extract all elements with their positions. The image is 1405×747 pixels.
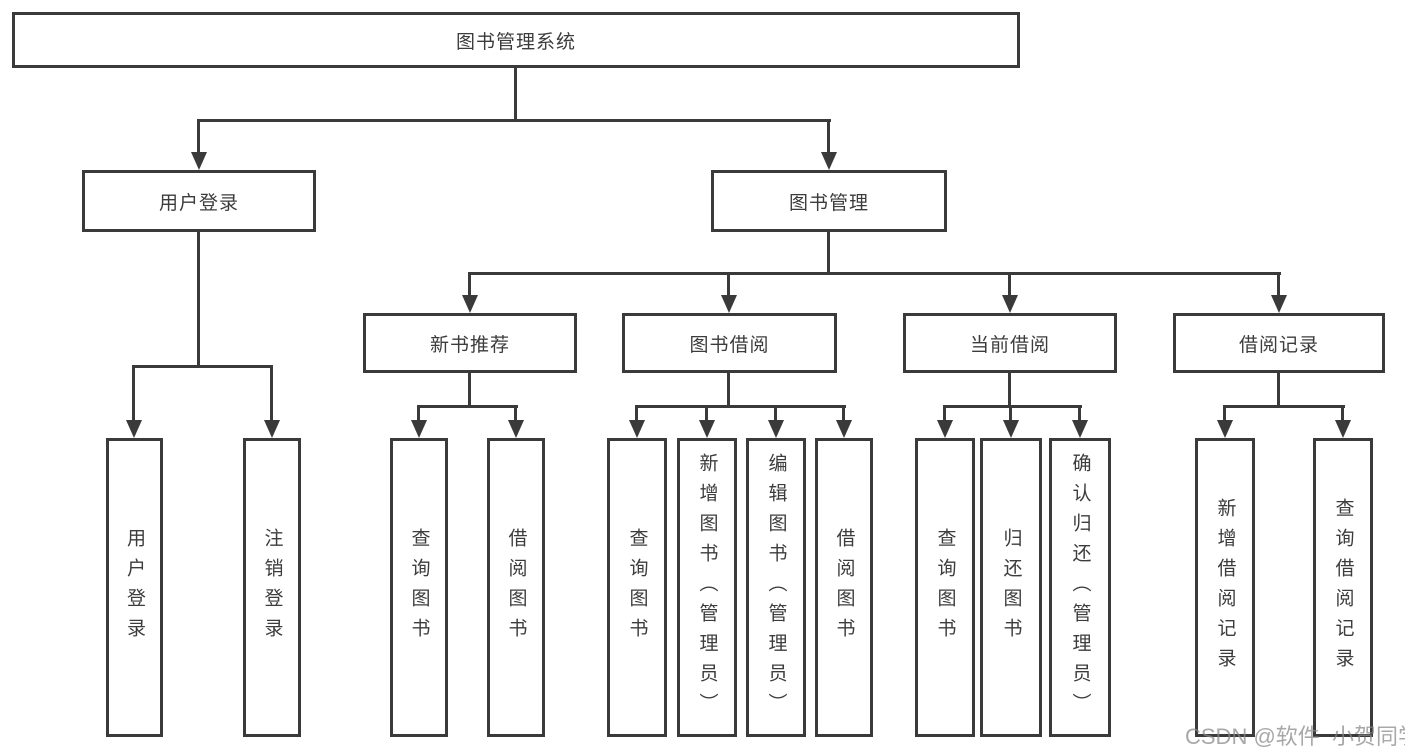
connector-groupE-stem — [1277, 373, 1280, 405]
connector-stem-user-login — [197, 119, 200, 154]
connector-user-login-stem — [197, 232, 200, 365]
connector-stem-leaf-logout — [270, 365, 273, 420]
arrow-down-icon — [937, 420, 953, 438]
connector-groupD-hline — [943, 405, 1082, 408]
arrow-down-icon — [1072, 420, 1088, 438]
leaf-borrow-books-rec: 借阅图书 — [487, 438, 545, 737]
connector-leaf-stem — [842, 405, 845, 420]
connector-leaf-stem — [417, 405, 420, 420]
leaf-query-borrow-record: 查询借阅记录 — [1313, 438, 1373, 737]
connector-level3-hline — [468, 272, 1281, 275]
node-new-book-recommendation: 新书推荐 — [363, 313, 577, 373]
csdn-watermark: CSDN @软件_小贺同学 — [1185, 724, 1405, 747]
connector-user-login-hline — [132, 365, 273, 368]
arrow-down-icon — [699, 420, 715, 438]
connector-groupB-stem — [468, 373, 471, 405]
arrow-down-icon — [721, 295, 737, 313]
connector-leaf-stem — [943, 405, 946, 420]
arrow-down-icon — [1217, 420, 1233, 438]
leaf-edit-books-admin: 编辑图书（管理员） — [746, 438, 806, 737]
connector-stem-borrowing-records — [1277, 272, 1280, 295]
leaf-return-books: 归还图书 — [980, 438, 1042, 737]
arrow-down-icon — [821, 152, 837, 170]
arrow-down-icon — [1003, 420, 1019, 438]
leaf-query-books-borrow: 查询图书 — [607, 438, 667, 737]
leaf-add-borrow-record: 新增借阅记录 — [1195, 438, 1255, 737]
arrow-down-icon — [508, 420, 524, 438]
leaf-add-books-admin: 新增图书（管理员） — [677, 438, 737, 737]
connector-groupC-stem — [727, 373, 730, 405]
arrow-down-icon — [411, 420, 427, 438]
connector-level1-hline — [197, 119, 831, 122]
leaf-logout-login: 注销登录 — [243, 438, 301, 737]
connector-groupC-hline — [635, 405, 846, 408]
connector-stem-current-borrowing — [1008, 272, 1011, 295]
connector-root-stem — [514, 68, 517, 119]
leaf-confirm-return-admin: 确认归还（管理员） — [1049, 438, 1111, 737]
arrow-down-icon — [126, 420, 142, 438]
connector-leaf-stem — [1009, 405, 1012, 420]
connector-leaf-stem — [514, 405, 517, 420]
connector-groupE-hline — [1223, 405, 1345, 408]
arrow-down-icon — [629, 420, 645, 438]
connector-stem-new-book-rec — [468, 272, 471, 295]
leaf-query-books-rec: 查询图书 — [390, 438, 448, 737]
node-user-login: 用户登录 — [82, 170, 316, 232]
arrow-down-icon — [1002, 295, 1018, 313]
connector-groupD-stem — [1008, 373, 1011, 405]
connector-stem-book-management — [827, 119, 830, 154]
connector-book-management-stem — [827, 232, 830, 272]
connector-leaf-stem — [705, 405, 708, 420]
connector-leaf-stem — [635, 405, 638, 420]
connector-stem-book-borrowing — [727, 272, 730, 295]
node-book-borrowing: 图书借阅 — [622, 313, 837, 373]
connector-leaf-stem — [1078, 405, 1081, 420]
connector-leaf-stem — [774, 405, 777, 420]
arrow-down-icon — [264, 420, 280, 438]
connector-stem-leaf-user-login — [132, 365, 135, 420]
arrow-down-icon — [1335, 420, 1351, 438]
arrow-down-icon — [836, 420, 852, 438]
arrow-down-icon — [462, 295, 478, 313]
connector-leaf-stem — [1341, 405, 1344, 420]
arrow-down-icon — [1271, 295, 1287, 313]
connector-groupB-hline — [417, 405, 518, 408]
node-current-borrowing: 当前借阅 — [903, 313, 1117, 373]
arrow-down-icon — [768, 420, 784, 438]
node-borrowing-records: 借阅记录 — [1173, 313, 1385, 373]
node-library-management-system: 图书管理系统 — [12, 12, 1020, 68]
node-book-management: 图书管理 — [711, 170, 947, 232]
leaf-query-books-current: 查询图书 — [915, 438, 975, 737]
connector-leaf-stem — [1223, 405, 1226, 420]
leaf-borrow-books: 借阅图书 — [815, 438, 873, 737]
leaf-user-login: 用户登录 — [106, 438, 163, 737]
arrow-down-icon — [191, 152, 207, 170]
